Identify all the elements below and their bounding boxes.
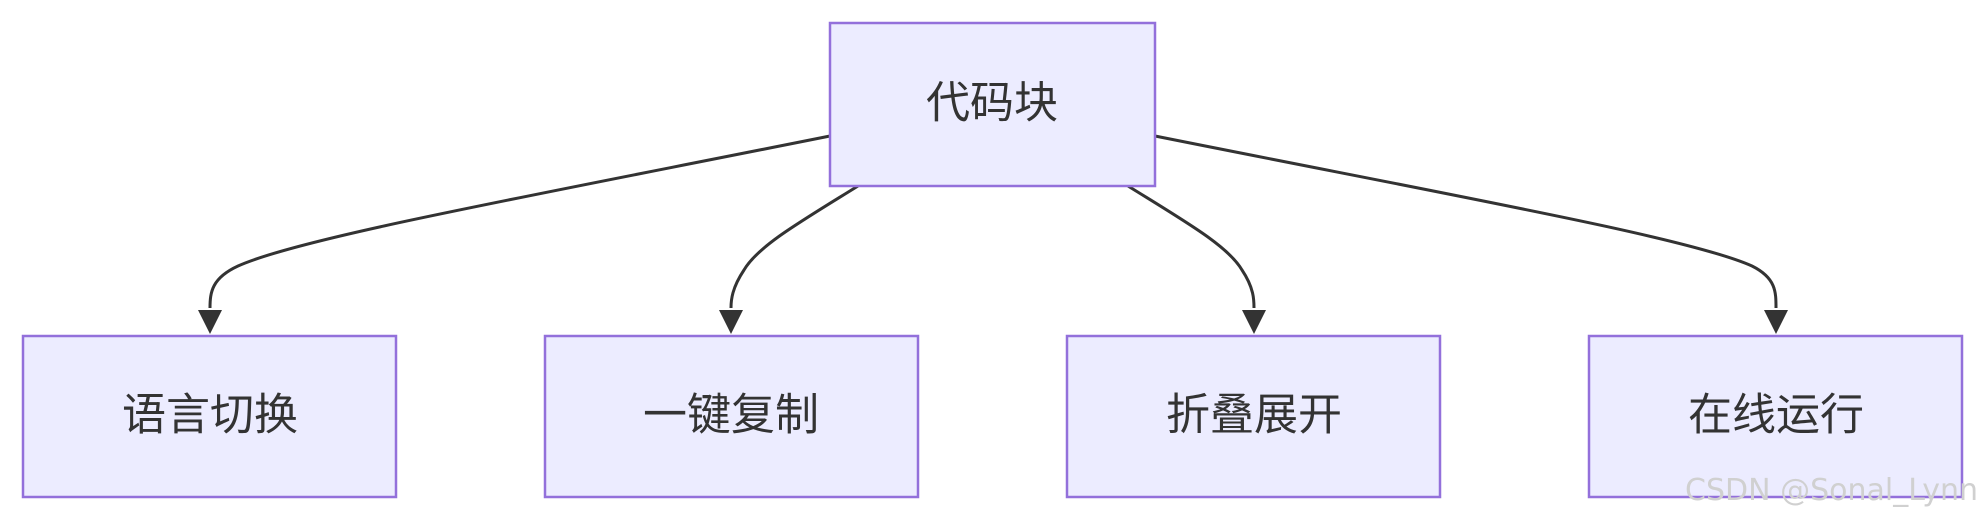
node-root-box xyxy=(828,21,1157,188)
node-root: 代码块 xyxy=(828,21,1157,188)
arrowhead-collapse-expand xyxy=(1242,310,1266,334)
edge-root-to-copy xyxy=(729,184,859,309)
arrowhead-run-online xyxy=(1764,310,1788,334)
edge-root-to-collapse-expand xyxy=(1127,184,1256,309)
node-collapse-expand-box xyxy=(1065,334,1442,499)
arrowhead-language-switch xyxy=(198,310,222,334)
node-copy-label: 一键复制 xyxy=(643,390,819,441)
node-collapse-expand: 折叠展开 xyxy=(1065,334,1442,499)
edge-root-to-run-online xyxy=(1154,134,1778,309)
edges xyxy=(198,134,1788,334)
node-run-online-box xyxy=(1587,334,1964,499)
node-run-online: 在线运行 xyxy=(1587,334,1964,499)
node-language-switch-box xyxy=(21,334,398,499)
node-collapse-expand-label: 折叠展开 xyxy=(1166,390,1342,441)
node-root-label: 代码块 xyxy=(926,78,1058,129)
node-copy-box xyxy=(543,334,920,499)
node-run-online-label: 在线运行 xyxy=(1688,390,1864,441)
edge-root-to-language-switch xyxy=(208,134,831,309)
node-language-switch: 语言切换 xyxy=(21,334,398,499)
node-language-switch-label: 语言切换 xyxy=(122,390,298,441)
node-copy: 一键复制 xyxy=(543,334,920,499)
watermark: CSDN @Sonal_Lynn xyxy=(1685,473,1978,508)
arrowhead-copy xyxy=(719,310,743,334)
